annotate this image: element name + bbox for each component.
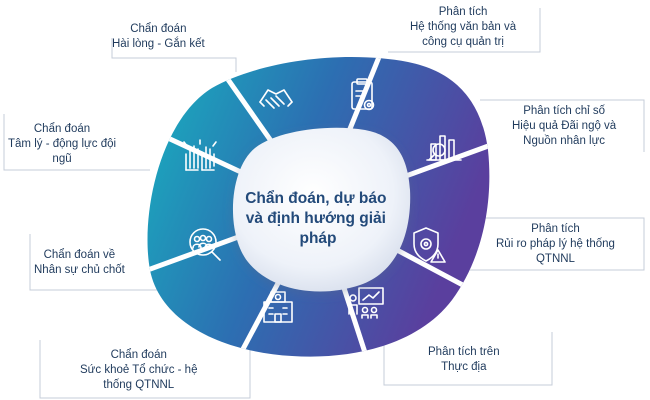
callout-dai-ngo-line-3: Nguồn nhân lực [523, 135, 606, 147]
segment-separator [341, 57, 396, 145]
callout-thuc-dia-line-1: Phân tích trên [428, 346, 500, 358]
center-title-line-2: và định hướng giải [246, 210, 386, 227]
center-blob: Chẩn đoán, dự báo và định hướng giải phá… [232, 127, 411, 292]
callout-chu-chot-line-1: Chẩn đoán về [43, 249, 116, 261]
center-title-line-1: Chẩn đoán, dự báo [245, 190, 386, 207]
segment-icons [183, 78, 462, 323]
callout-tam-ly-line-2: Tâm lý - động lực đội [8, 138, 117, 150]
callout-thuc-dia-line-2: Thực địa [441, 361, 487, 373]
clipboard-gear-icon [351, 78, 375, 111]
callout-rui-ro-line-2: Rủi ro pháp lý hệ thống [496, 238, 615, 250]
callout-line-dai-ngo [480, 99, 645, 152]
callout-chu-chot-line-2: Nhân sự chủ chốt [34, 264, 125, 276]
segment-separator [221, 268, 288, 357]
callout-to-chuc: Chẩn đoán Sức khoẻ Tổ chức - hệ thống QT… [80, 348, 197, 393]
presentation-team-icon [348, 287, 384, 319]
callout-hai-long: Chẩn đoán Hài lòng - Gắn kết [112, 22, 205, 52]
people-magnifier-icon [189, 228, 221, 261]
callout-to-chuc-line-2: Sức khoẻ Tổ chức - hệ [80, 364, 198, 376]
callout-rui-ro-line-1: Phân tích [531, 223, 580, 235]
center-title: Chẩn đoán, dự báo và định hướng giải phá… [245, 190, 391, 247]
callout-rui-ro: Phân tích Rủi ro pháp lý hệ thống QTNNL [496, 222, 615, 267]
callout-to-chuc-line-3: thống QTNNL [103, 379, 175, 391]
callout-dai-ngo: Phân tích chỉ số Hiệu quả Đãi ngộ và Ngu… [512, 104, 616, 149]
callout-line-chu-chot [29, 234, 158, 291]
office-building-icon [263, 291, 293, 323]
callout-tam-ly: Chẩn đoán Tâm lý - động lực đội ngũ [8, 122, 116, 167]
handshake-icon [259, 89, 293, 109]
center-blob-shape [232, 127, 411, 292]
callout-line-tam-ly [3, 114, 150, 171]
shield-gear-warning-icon [413, 227, 446, 263]
bar-chart-magnifier-icon [426, 135, 462, 161]
callout-line-hai-long [111, 38, 237, 72]
callout-line-rui-ro [470, 217, 645, 271]
callout-van-ban-line-1: Phân tích [438, 6, 488, 18]
callout-thuc-dia: Phân tích trên Thực địa [428, 345, 500, 375]
callout-dai-ngo-line-2: Hiệu quả Đãi ngộ và [512, 120, 617, 132]
callout-hai-long-line-2: Hài lòng - Gắn kết [112, 38, 205, 50]
center-title-line-3: pháp [299, 230, 336, 247]
callout-chu-chot: Chẩn đoán về Nhân sự chủ chốt [34, 248, 125, 278]
callout-tam-ly-line-3: ngũ [52, 153, 72, 165]
callout-van-ban-line-2: Hệ thống văn bản và [410, 21, 517, 33]
callout-rui-ro-line-3: QTNNL [535, 253, 575, 265]
segment-separator [147, 229, 254, 279]
callout-line-to-chuc [39, 340, 251, 399]
callout-line-thuc-dia [383, 332, 553, 386]
callout-van-ban-line-3: công cụ quản trị [422, 36, 504, 48]
callout-van-ban: Phân tích Hệ thống văn bản và công cụ qu… [410, 5, 516, 50]
segment-separator [337, 273, 383, 357]
callout-to-chuc-line-1: Chẩn đoán [110, 349, 167, 361]
callout-dai-ngo-line-1: Phân tích chỉ số [523, 105, 606, 117]
callout-tam-ly-line-1: Chẩn đoán [33, 123, 91, 135]
callout-lines [3, 8, 645, 399]
callout-line-van-ban [388, 8, 541, 53]
raised-hands-icon [183, 139, 217, 171]
callout-hai-long-line-1: Chẩn đoán [130, 23, 187, 35]
